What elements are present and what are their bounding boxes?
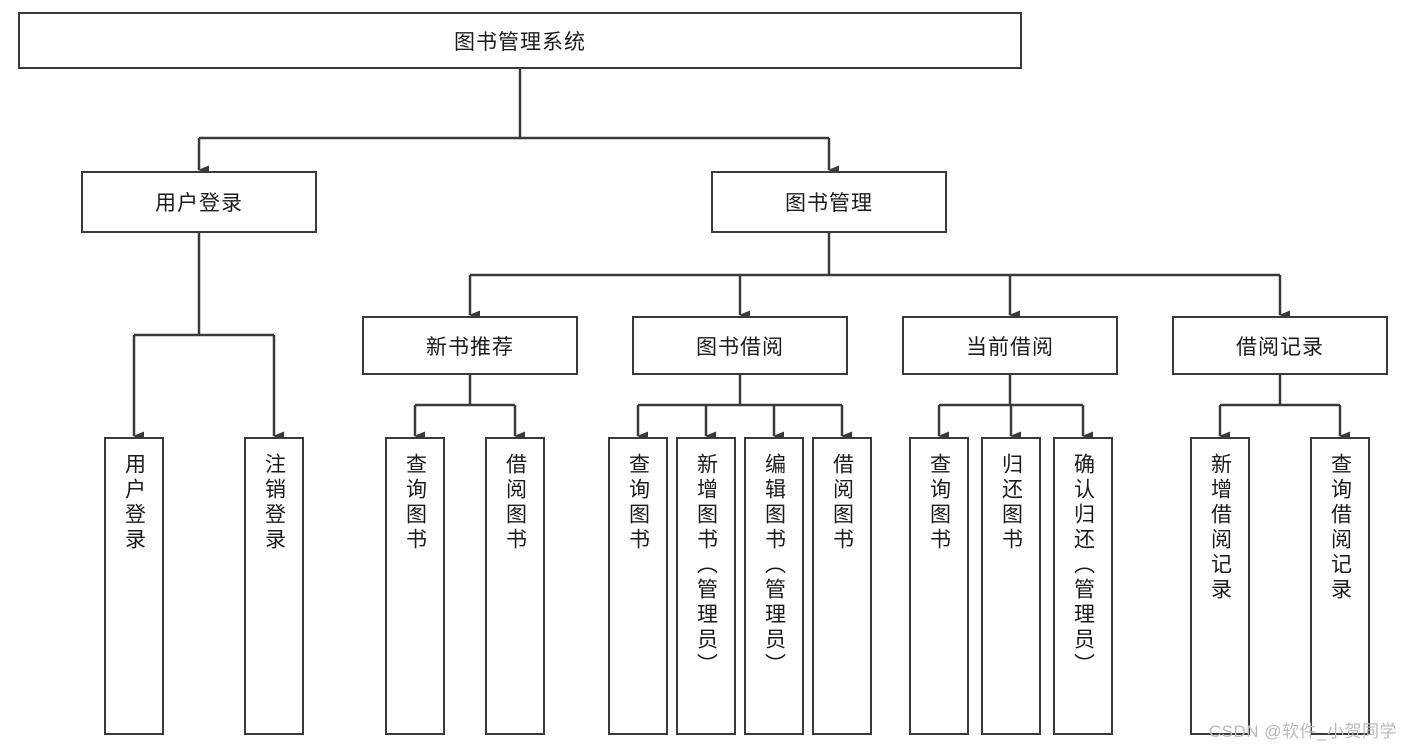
node-leaf-return-book[interactable]: 归还图书	[981, 437, 1041, 735]
node-label: 注销登录	[262, 453, 286, 553]
node-leaf-query-book-1[interactable]: 查询图书	[385, 437, 445, 735]
node-label: 查询图书	[626, 453, 650, 553]
watermark-label: CSDN @软件_小贺同学	[1208, 722, 1397, 741]
node-label: 归还图书	[999, 453, 1023, 553]
node-leaf-query-record[interactable]: 查询借阅记录	[1310, 437, 1370, 735]
node-label: 新增借阅记录	[1208, 453, 1232, 603]
node-leaf-borrow-book-2[interactable]: 借阅图书	[812, 437, 872, 735]
node-label: 图书管理系统	[454, 30, 586, 54]
node-root[interactable]: 图书管理系统	[18, 12, 1022, 69]
node-label: 用户登录	[122, 453, 146, 553]
node-new-book-rec[interactable]: 新书推荐	[362, 316, 578, 375]
node-leaf-user-login[interactable]: 用户登录	[104, 437, 164, 735]
node-label: 借阅图书	[830, 453, 854, 553]
node-label: 新书推荐	[426, 335, 514, 359]
node-label: 借阅图书	[503, 453, 527, 553]
node-leaf-logout[interactable]: 注销登录	[244, 437, 304, 735]
node-leaf-edit-book[interactable]: 编辑图书（管理员）	[744, 437, 804, 735]
node-book-borrow[interactable]: 图书借阅	[632, 316, 848, 375]
node-leaf-confirm-return[interactable]: 确认归还（管理员）	[1053, 437, 1113, 735]
node-label: 图书借阅	[696, 335, 784, 359]
node-book-manage[interactable]: 图书管理	[711, 171, 947, 233]
node-label: 借阅记录	[1236, 335, 1324, 359]
node-leaf-add-record[interactable]: 新增借阅记录	[1190, 437, 1250, 735]
node-label: 查询图书	[927, 453, 951, 553]
node-current-borrow[interactable]: 当前借阅	[902, 316, 1118, 375]
node-leaf-query-book-3[interactable]: 查询图书	[909, 437, 969, 735]
node-label: 确认归还（管理员）	[1071, 453, 1095, 678]
node-leaf-borrow-book-1[interactable]: 借阅图书	[485, 437, 545, 735]
node-label: 查询图书	[403, 453, 427, 553]
node-user-login[interactable]: 用户登录	[81, 171, 317, 233]
node-label: 用户登录	[155, 192, 243, 215]
node-label: 当前借阅	[966, 335, 1054, 359]
tree-edges	[132, 69, 1350, 441]
node-label: 查询借阅记录	[1328, 453, 1352, 603]
node-leaf-query-book-2[interactable]: 查询图书	[608, 437, 668, 735]
node-label: 新增图书（管理员）	[694, 453, 718, 678]
node-borrow-record[interactable]: 借阅记录	[1172, 316, 1388, 375]
node-leaf-add-book[interactable]: 新增图书（管理员）	[676, 437, 736, 735]
node-label: 编辑图书（管理员）	[762, 453, 786, 678]
node-label: 图书管理	[785, 192, 873, 215]
